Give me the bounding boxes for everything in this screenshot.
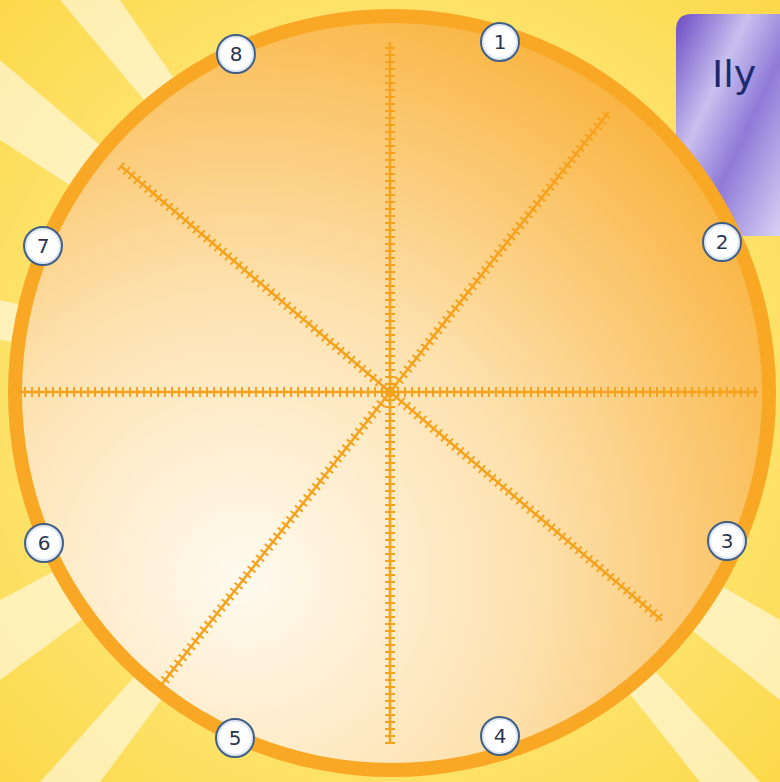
callout-circle: 8 xyxy=(216,34,256,74)
callout-number: 6 xyxy=(38,533,51,553)
callout-circle: 7 xyxy=(23,226,63,266)
callout-circle: 3 xyxy=(707,521,747,561)
callout-number: 1 xyxy=(494,32,507,52)
callout-circle: 2 xyxy=(702,222,742,262)
callout-number: 4 xyxy=(494,726,507,746)
callout-circle: 6 xyxy=(24,523,64,563)
callout-number: 2 xyxy=(716,232,729,252)
callout-circle: 4 xyxy=(480,716,520,756)
callout-circle: 5 xyxy=(215,718,255,758)
callout-circle: 1 xyxy=(480,22,520,62)
banner-title: Ily xyxy=(712,52,756,96)
callout-number: 8 xyxy=(230,44,243,64)
callout-number: 5 xyxy=(229,728,242,748)
callout-number: 7 xyxy=(37,236,50,256)
callout-number: 3 xyxy=(721,531,734,551)
